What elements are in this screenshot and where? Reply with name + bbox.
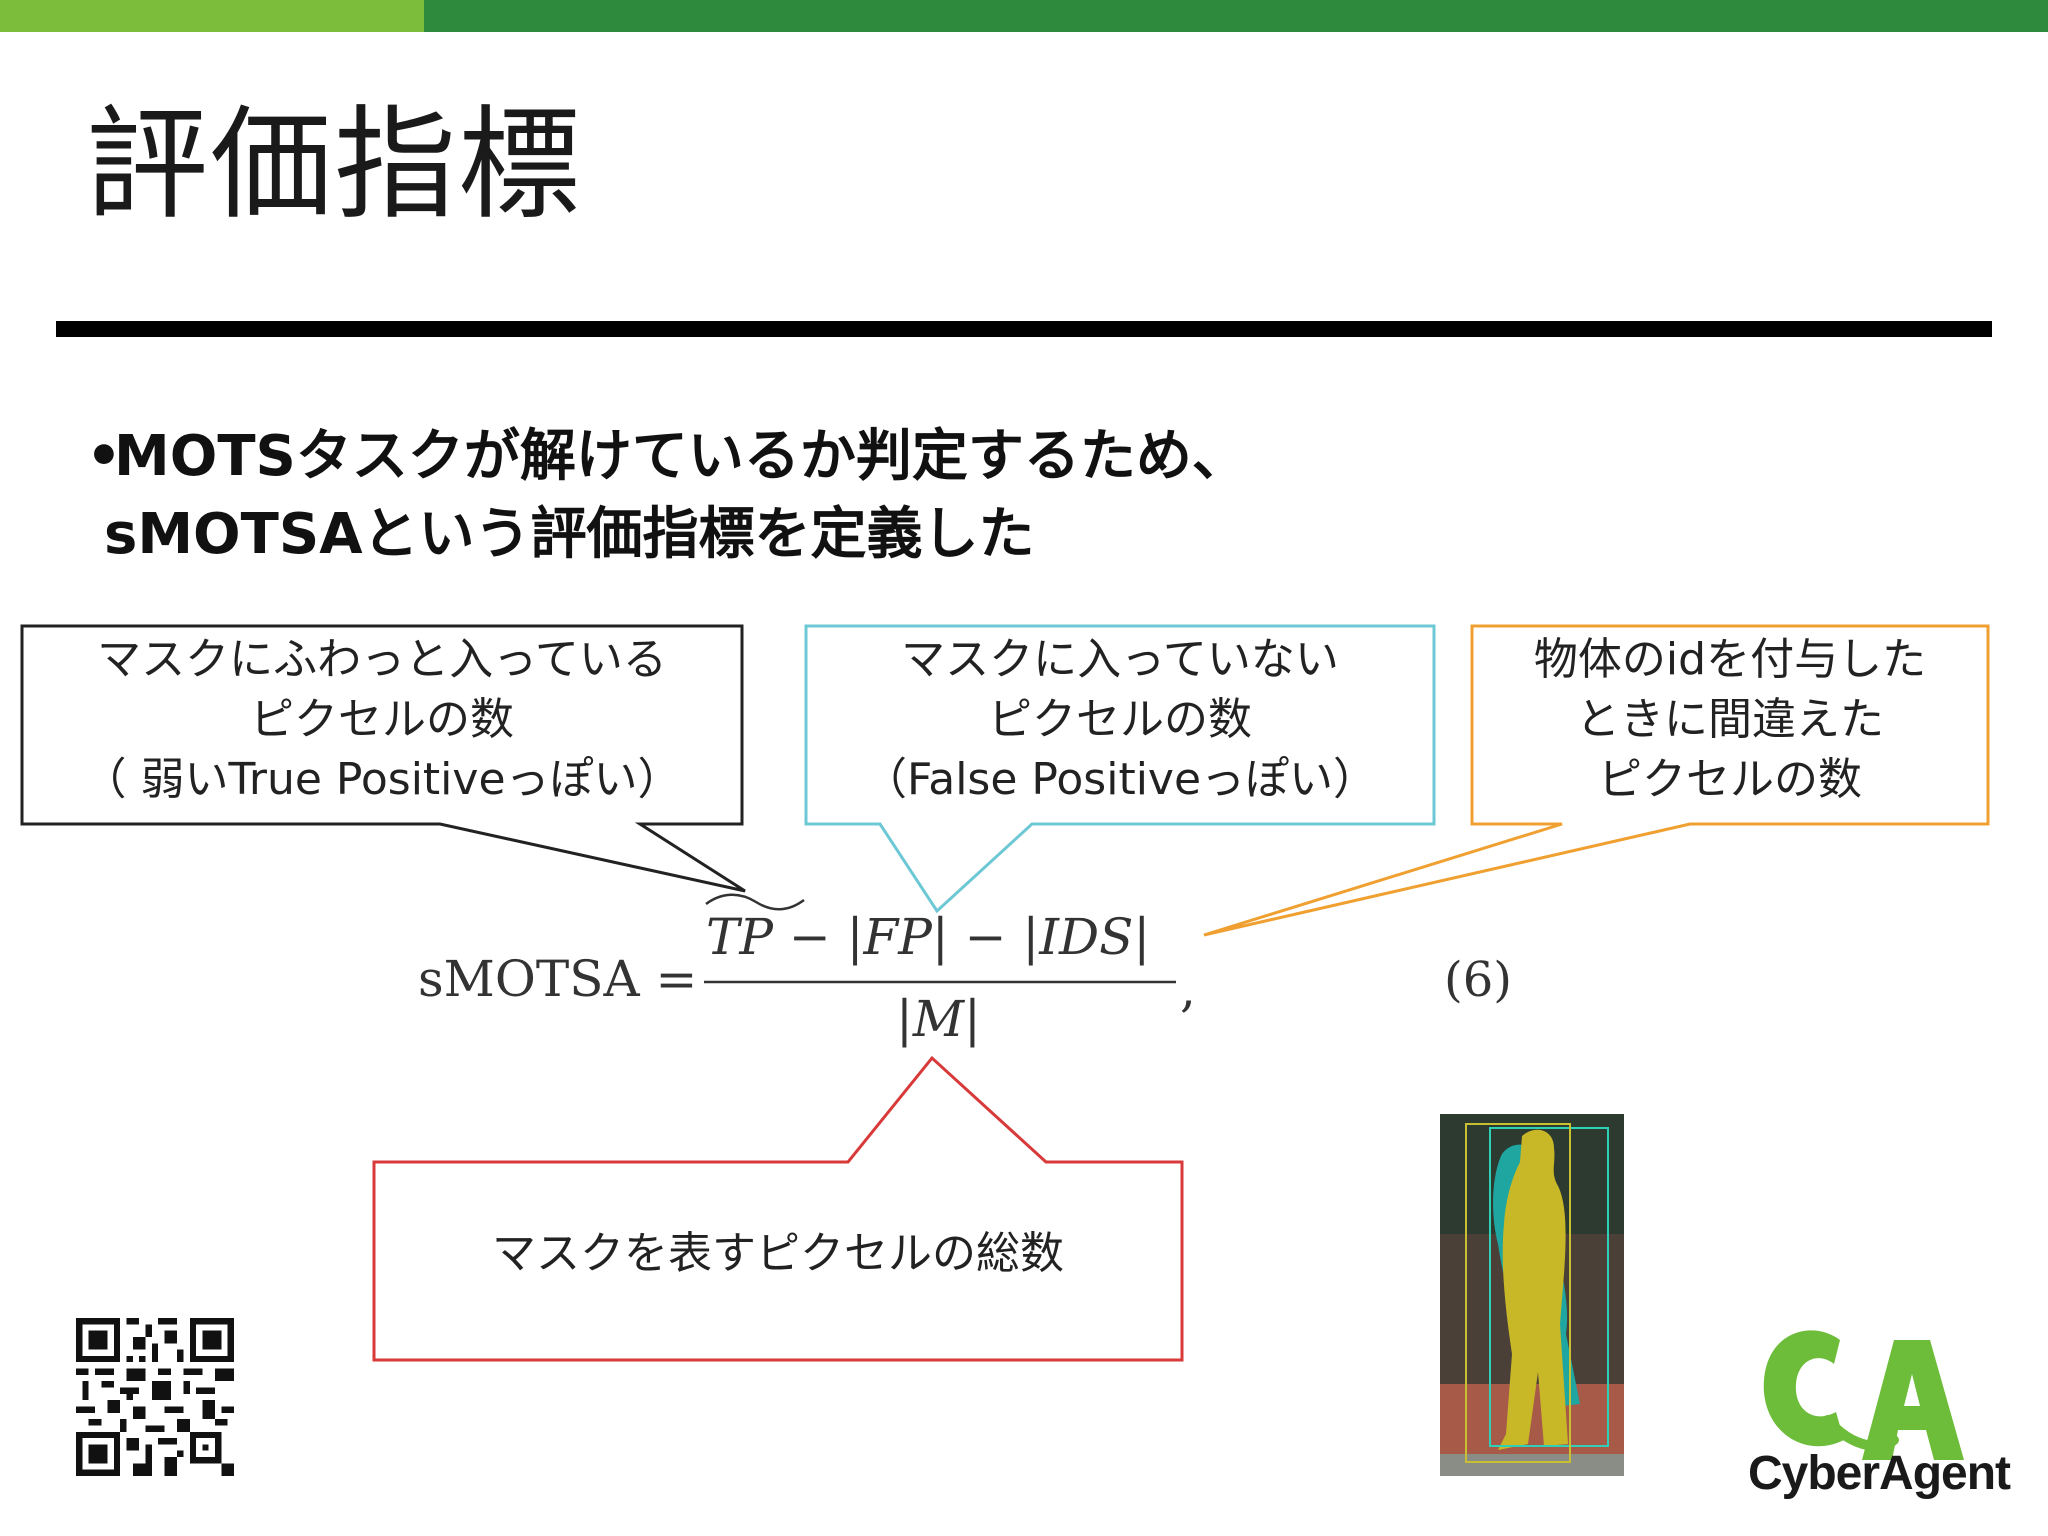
callout-ids-text: 物体のidを付与した ときに間違えた ピクセルの数 bbox=[1472, 630, 1988, 810]
callout-ids-line-1: 物体のidを付与した bbox=[1533, 634, 1927, 685]
callout-tp-line-1: マスクにふわっと入っている bbox=[97, 634, 667, 685]
callout-fp-line-1: マスクに入っていない bbox=[901, 634, 1339, 685]
bullet-line-2: sMOTSAという評価指標を定義した bbox=[104, 502, 1035, 567]
callout-tp-line-2: ピクセルの数 bbox=[250, 694, 514, 745]
callout-fp-text: マスクに入っていない ピクセルの数 （False Positiveっぽい） bbox=[806, 630, 1434, 810]
callout-ids-line-2: ときに間違えた bbox=[1576, 694, 1884, 745]
tilde-over-tp bbox=[705, 893, 805, 911]
callout-fp-line-3: （False Positiveっぽい） bbox=[862, 754, 1378, 805]
title-divider bbox=[56, 321, 1992, 337]
callout-tp-line-3: （ 弱いTrue Positiveっぽい） bbox=[82, 754, 682, 805]
formula-numerator: TP − |FP| − |IDS| bbox=[706, 908, 1151, 966]
formula-comma: , bbox=[1180, 960, 1196, 1018]
top-accent-bar-light bbox=[0, 0, 424, 32]
equation-number: (6) bbox=[1444, 952, 1512, 1008]
callout-m-text: マスクを表すピクセルの総数 bbox=[374, 1224, 1182, 1284]
formula-lhs: sMOTSA = bbox=[418, 950, 698, 1008]
callout-m-box bbox=[372, 1055, 1184, 1362]
callout-tp-text: マスクにふわっと入っている ピクセルの数 （ 弱いTrue Positiveっぽ… bbox=[22, 630, 742, 810]
formula-denominator: |M| bbox=[896, 990, 981, 1048]
segmentation-example-image bbox=[1440, 1114, 1624, 1476]
slide-title: 評価指標 bbox=[86, 94, 582, 236]
bullet-text: •MOTSタスクが解けているか判定するため、 sMOTSAという評価指標を定義し… bbox=[86, 418, 1248, 574]
callout-tp-box bbox=[20, 624, 746, 893]
qr-code[interactable] bbox=[76, 1318, 234, 1476]
callout-ids-line-3: ピクセルの数 bbox=[1598, 754, 1862, 805]
cyberagent-logo-mark bbox=[1763, 1330, 1964, 1460]
segmentation-illustration bbox=[1440, 1114, 1624, 1476]
callout-m-line-1: マスクを表すピクセルの総数 bbox=[492, 1228, 1064, 1279]
top-accent-bar-dark bbox=[424, 0, 2048, 32]
callout-ids-box bbox=[1203, 624, 1990, 937]
callout-fp-line-2: ピクセルの数 bbox=[988, 694, 1252, 745]
cyberagent-wordmark: CyberAgent bbox=[1748, 1447, 2011, 1500]
bullet-line-1: MOTSタスクが解けているか判定するため、 bbox=[114, 424, 1248, 489]
callout-fp-box bbox=[804, 624, 1436, 914]
